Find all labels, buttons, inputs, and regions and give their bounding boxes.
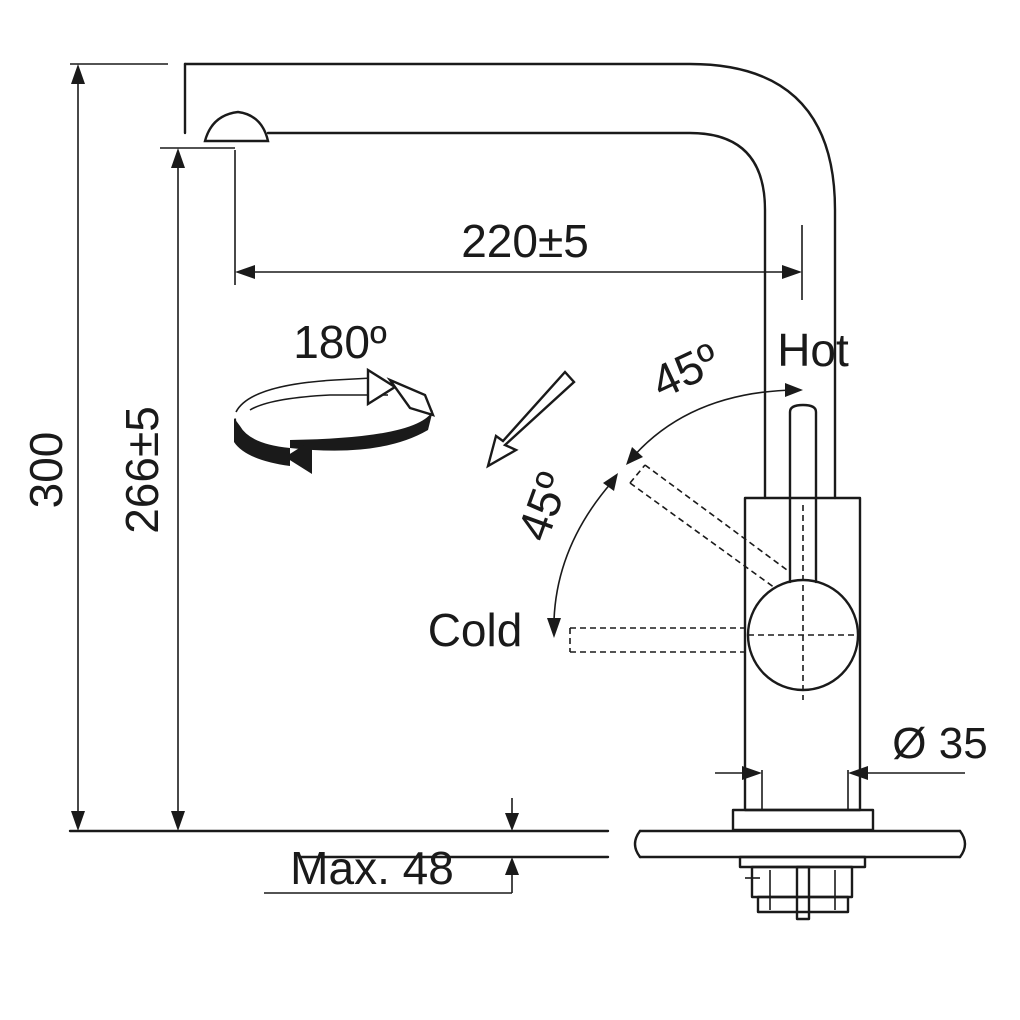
label-rotation: 180º	[293, 316, 387, 368]
dimension-reach	[234, 150, 803, 300]
lever-middle-position	[629, 464, 788, 589]
dimension-max-thickness	[264, 798, 519, 894]
label-hot: Hot	[777, 324, 849, 376]
label-total-height: 300	[20, 432, 72, 509]
lever-cold-position	[569, 627, 748, 653]
dimension-diameter	[715, 766, 965, 780]
rotation-180-symbol	[234, 367, 436, 474]
label-angle-upper: 45º	[643, 332, 727, 408]
dimension-total-height	[70, 63, 168, 831]
faucet-body	[731, 496, 875, 832]
spout	[183, 62, 837, 500]
countertop	[68, 829, 967, 921]
angle-arcs	[547, 383, 803, 638]
label-angle-lower: 45º	[507, 466, 579, 548]
dimension-spout-height	[160, 147, 235, 831]
label-reach: 220±5	[461, 215, 589, 267]
label-max-thickness: Max. 48	[290, 842, 454, 894]
lever-hot-position	[788, 403, 818, 584]
aerator	[203, 110, 270, 143]
swing-direction-arrow	[486, 370, 576, 469]
label-cold: Cold	[428, 604, 523, 656]
label-spout-height: 266±5	[116, 406, 168, 534]
label-diameter: Ø 35	[892, 719, 987, 768]
